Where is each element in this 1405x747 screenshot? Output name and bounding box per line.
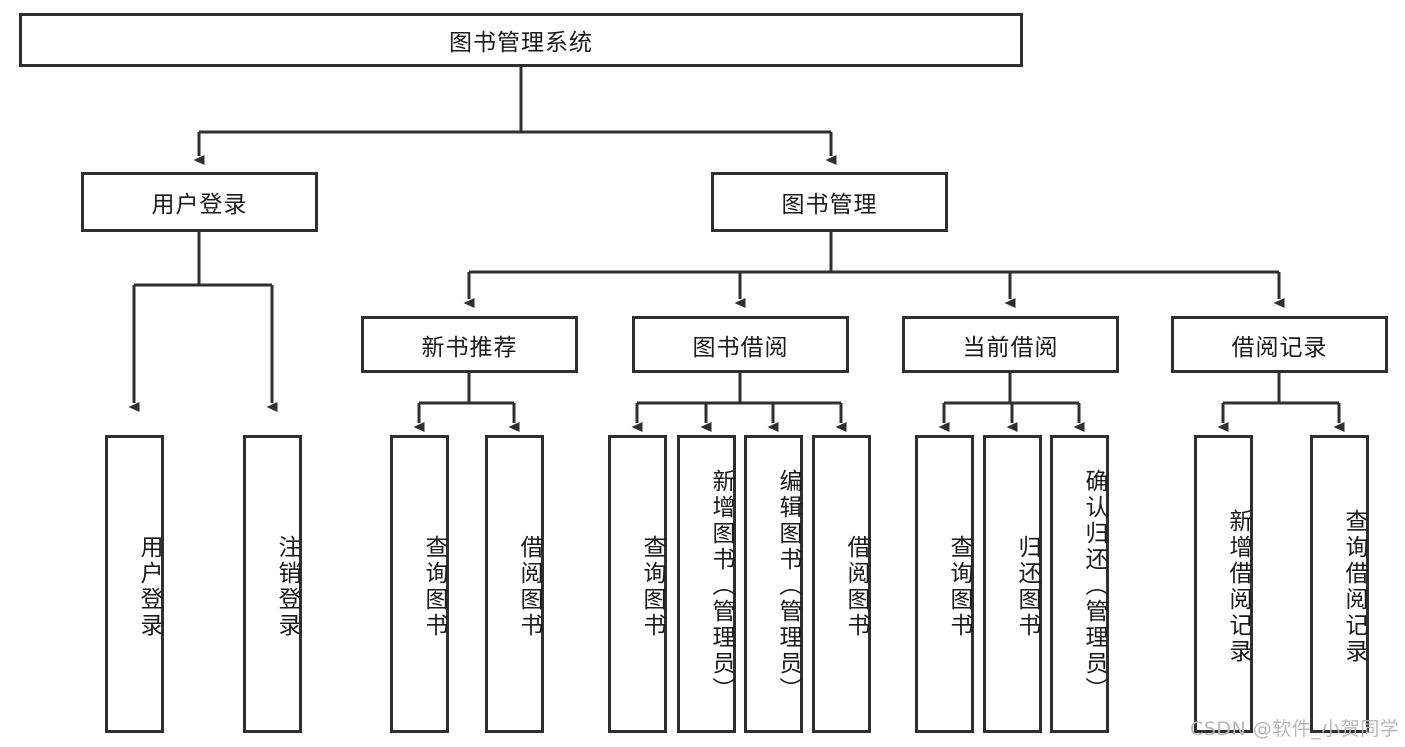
node-root-book-management-system[interactable]: 图书管理系统 (19, 13, 1023, 67)
node-label: 新增借阅记录 (1225, 509, 1251, 665)
node-label: 图书管理 (781, 192, 878, 218)
leaf-recommend-query-book[interactable]: 查询图书 (390, 435, 449, 733)
node-label: 新增图书（管理员） (708, 469, 734, 703)
node-label: 借阅图书 (843, 535, 869, 639)
node-label: 查询借阅记录 (1341, 509, 1367, 665)
node-current-borrow[interactable]: 当前借阅 (902, 316, 1119, 373)
node-label: 归还图书 (1014, 535, 1040, 639)
node-label: 图书借阅 (692, 334, 789, 361)
leaf-current-return-book[interactable]: 归还图书 (983, 435, 1042, 733)
leaf-current-confirm-return-admin[interactable]: 确认归还（管理员） (1050, 435, 1109, 733)
node-label: 借阅图书 (516, 535, 542, 639)
leaf-borrow-edit-book-admin[interactable]: 编辑图书（管理员） (744, 435, 803, 733)
node-new-book-recommend[interactable]: 新书推荐 (361, 316, 578, 373)
node-label: 编辑图书（管理员） (775, 469, 801, 703)
leaf-record-query-record[interactable]: 查询借阅记录 (1310, 435, 1369, 733)
node-label: 查询图书 (946, 535, 972, 639)
leaf-borrow-query-book[interactable]: 查询图书 (608, 435, 667, 733)
node-label: 用户登录 (136, 535, 162, 639)
node-borrow-record[interactable]: 借阅记录 (1171, 316, 1388, 373)
node-label: 查询图书 (421, 535, 447, 639)
node-label: 图书管理系统 (449, 30, 593, 56)
leaf-current-query-book[interactable]: 查询图书 (915, 435, 974, 733)
leaf-borrow-add-book-admin[interactable]: 新增图书（管理员） (677, 435, 736, 733)
node-user-login[interactable]: 用户登录 (81, 172, 318, 232)
leaf-user-login-logout[interactable]: 注销登录 (243, 435, 302, 733)
node-label: 注销登录 (274, 535, 300, 639)
node-book-borrow[interactable]: 图书借阅 (632, 316, 849, 373)
leaf-recommend-borrow-book[interactable]: 借阅图书 (485, 435, 544, 733)
node-label: 用户登录 (151, 192, 248, 218)
node-label: 查询图书 (639, 535, 665, 639)
leaf-user-login-login[interactable]: 用户登录 (105, 435, 164, 733)
node-label: 确认归还（管理员） (1081, 469, 1107, 703)
leaf-borrow-borrow-book[interactable]: 借阅图书 (812, 435, 871, 733)
leaf-record-add-record[interactable]: 新增借阅记录 (1194, 435, 1253, 733)
node-label: 当前借阅 (962, 334, 1059, 361)
node-book-management[interactable]: 图书管理 (711, 172, 948, 232)
node-label: 新书推荐 (421, 334, 518, 361)
csdn-watermark: CSDN @软件_小贺同学 (1190, 718, 1400, 740)
node-label: 借阅记录 (1231, 334, 1328, 361)
